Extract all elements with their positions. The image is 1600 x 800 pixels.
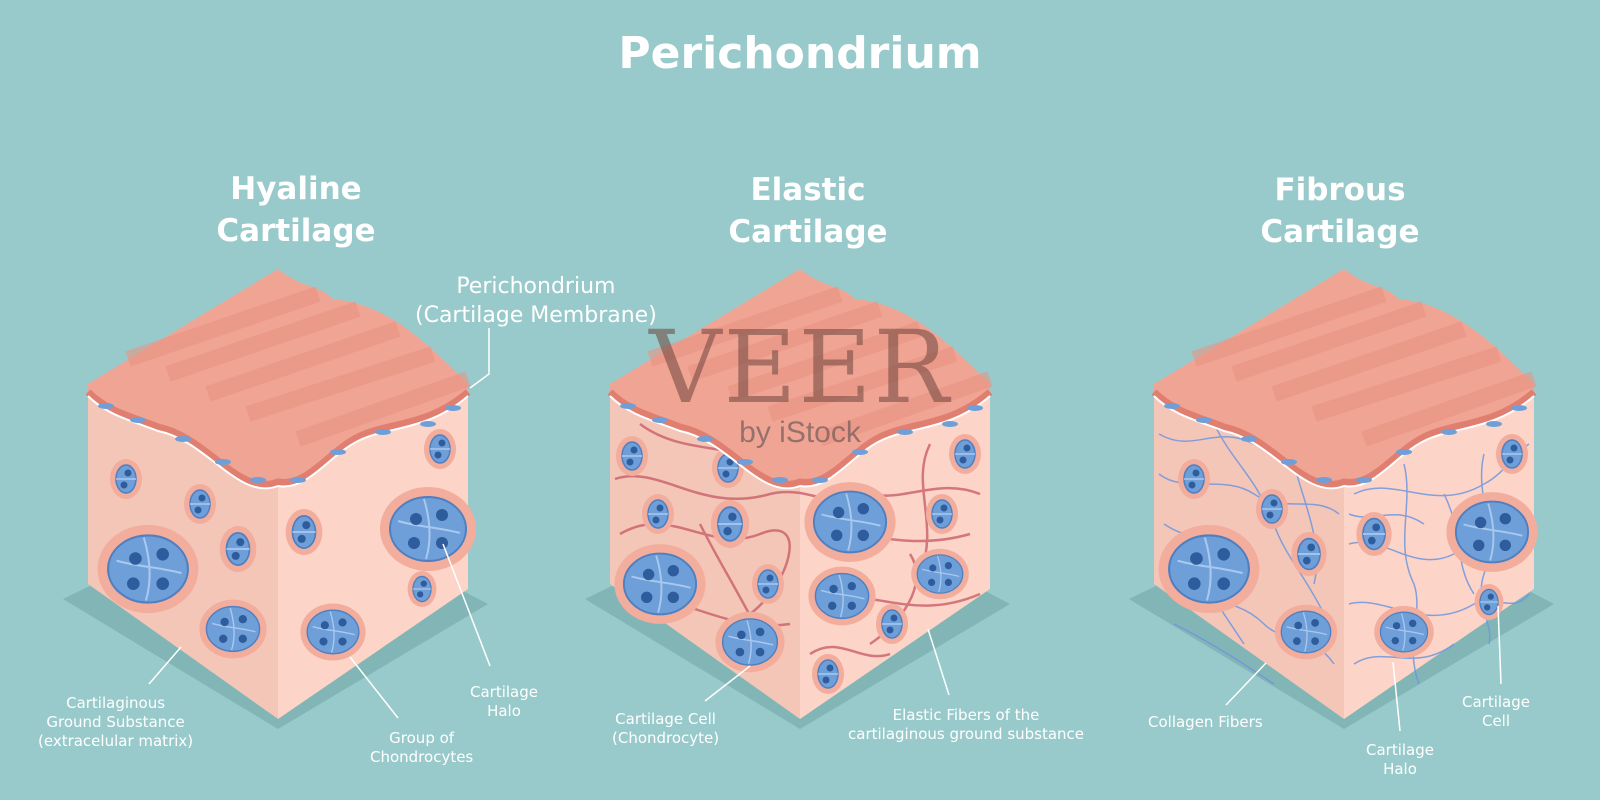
heading-fibrous-line2: Cartilage: [1260, 214, 1420, 250]
label-collagen-fibers: Collagen Fibers: [1148, 713, 1263, 732]
label-cell-fibrous-line1: Cartilage: [1462, 693, 1530, 711]
label-elastic-fibers-line1: Elastic Fibers of the: [892, 706, 1040, 724]
fibrous-cube: [1129, 269, 1554, 729]
leader-elastic-fibers: [927, 628, 950, 696]
label-halo-fibrous-line1: Cartilage: [1366, 741, 1434, 759]
leader-cell-fibrous: [1497, 605, 1502, 685]
label-cartilage-cell-line1: Cartilage Cell: [615, 710, 716, 728]
label-group-chondrocytes: Group of Chondrocytes: [370, 729, 473, 767]
leader-collagen-fibers: [1225, 662, 1267, 706]
heading-fibrous-line1: Fibrous: [1274, 172, 1406, 208]
label-halo-hyaline: Cartilage Halo: [470, 683, 538, 721]
label-ground-substance-line2: Ground Substance: [46, 713, 185, 731]
label-halo-hyaline-line1: Cartilage: [470, 683, 538, 701]
label-halo-fibrous-line2: Halo: [1383, 760, 1417, 778]
label-ground-substance: Cartilaginous Ground Substance (extracel…: [38, 694, 193, 751]
label-collagen-fibers-line1: Collagen Fibers: [1148, 713, 1263, 731]
label-cartilage-cell: Cartilage Cell (Chondrocyte): [612, 710, 719, 748]
label-cell-fibrous: Cartilage Cell: [1462, 693, 1530, 731]
label-ground-substance-line3: (extracelular matrix): [38, 732, 194, 750]
label-elastic-fibers: Elastic Fibers of the cartilaginous grou…: [848, 706, 1084, 744]
heading-elastic-line2: Cartilage: [728, 214, 888, 250]
label-group-chondrocytes-line1: Group of: [389, 729, 455, 747]
heading-hyaline: Hyaline Cartilage: [146, 168, 446, 252]
hyaline-cube: [63, 269, 488, 729]
heading-hyaline-line1: Hyaline: [230, 171, 362, 207]
label-perichondrium-line2: (Cartilage Membrane): [415, 303, 657, 328]
label-perichondrium-line1: Perichondrium: [456, 274, 616, 299]
heading-elastic-line1: Elastic: [750, 172, 866, 208]
label-halo-fibrous: Cartilage Halo: [1366, 741, 1434, 779]
leader-perichondrium: [469, 328, 490, 389]
label-ground-substance-line1: Cartilaginous: [66, 694, 166, 712]
label-perichondrium: Perichondrium (Cartilage Membrane): [415, 272, 657, 330]
leader-lines: [148, 328, 1502, 732]
page-title: Perichondrium: [618, 28, 982, 79]
label-halo-hyaline-line2: Halo: [487, 702, 521, 720]
heading-hyaline-line2: Cartilage: [216, 213, 376, 249]
label-group-chondrocytes-line2: Chondrocytes: [370, 748, 474, 766]
label-elastic-fibers-line2: cartilaginous ground substance: [848, 725, 1085, 743]
leader-halo-hyaline: [442, 543, 491, 667]
label-cartilage-cell-line2: (Chondrocyte): [612, 729, 720, 747]
leader-cartilage-cell: [704, 665, 751, 702]
heading-elastic: Elastic Cartilage: [658, 169, 958, 253]
elastic-cube: [585, 269, 1010, 729]
leader-halo-fibrous: [1392, 661, 1401, 732]
leader-ground-substance: [148, 646, 182, 685]
leader-group-chondrocytes: [349, 656, 399, 719]
label-cell-fibrous-line2: Cell: [1481, 712, 1511, 730]
heading-fibrous: Fibrous Cartilage: [1190, 169, 1490, 253]
